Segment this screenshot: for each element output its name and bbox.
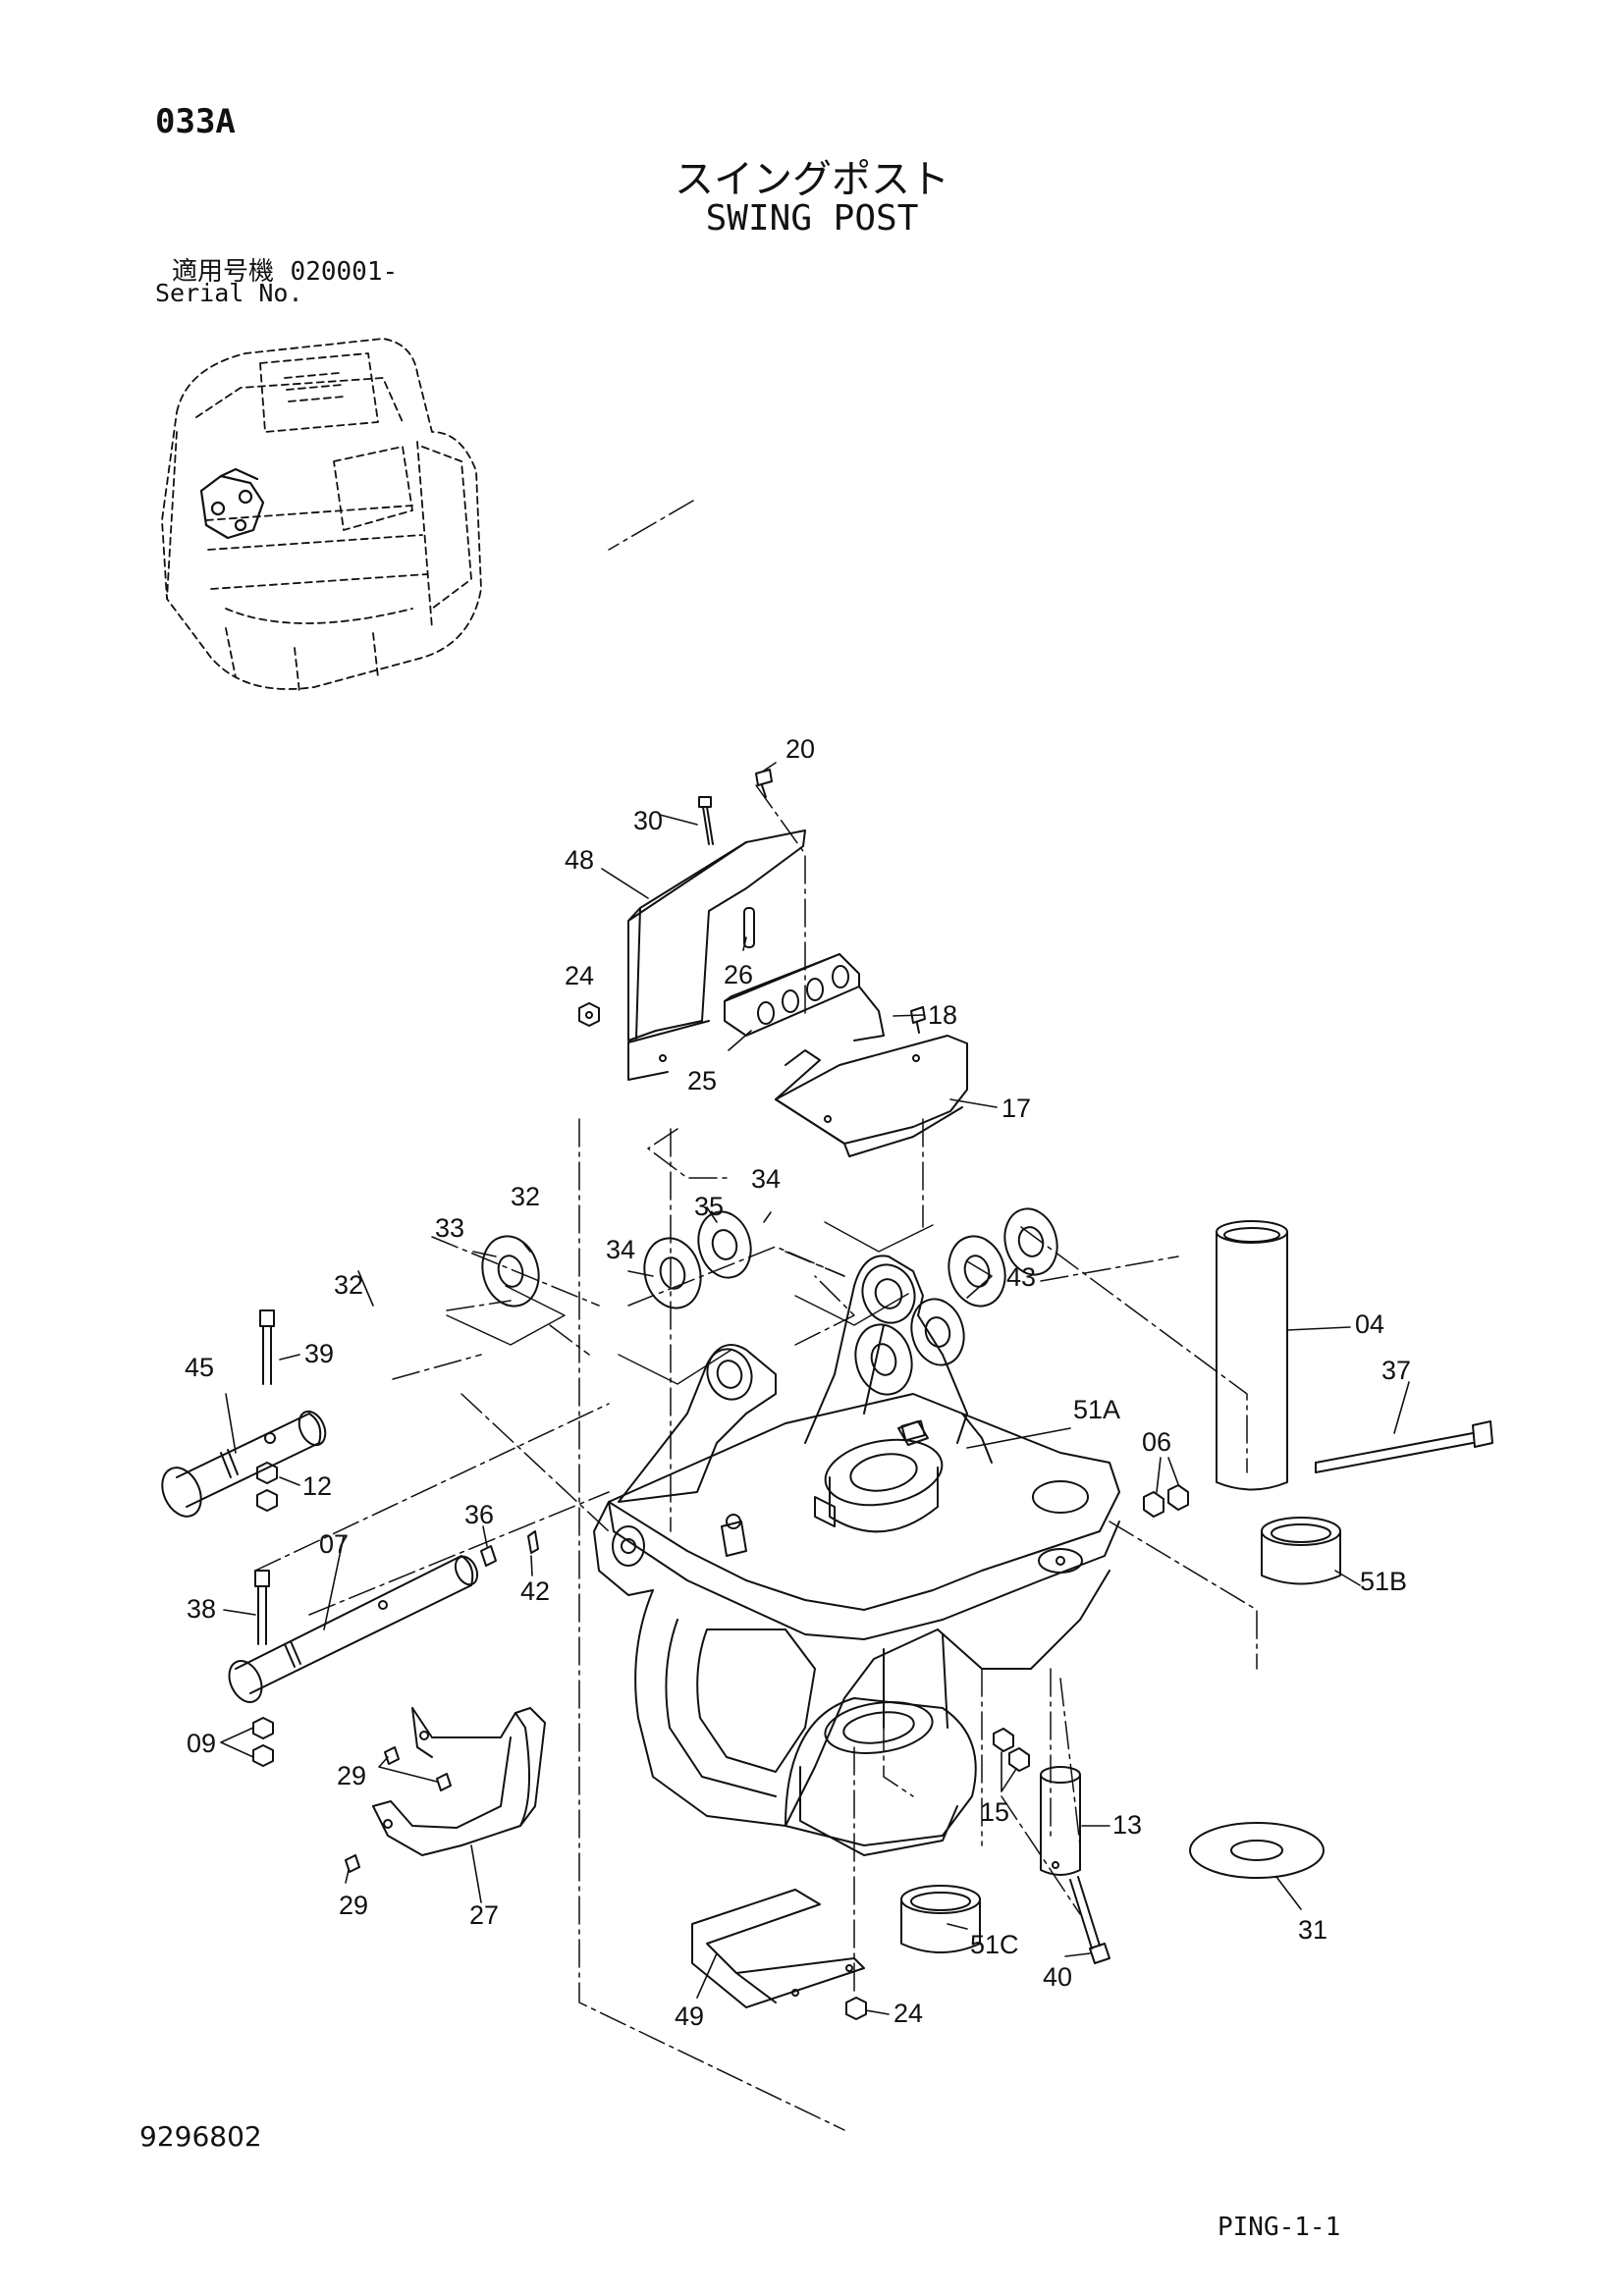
title-english: SWING POST	[705, 198, 919, 239]
callout-24-upper: 24	[565, 961, 594, 990]
callout-30: 30	[633, 806, 663, 835]
part-42-nipple	[527, 1530, 539, 1554]
bolt-20	[755, 769, 773, 798]
callout-31: 31	[1298, 1915, 1327, 1945]
part-26-spacer	[743, 907, 755, 948]
callout-20: 20	[785, 734, 815, 764]
callout-17: 17	[1001, 1094, 1031, 1123]
part-51a-swing-post	[593, 1255, 1120, 1856]
callout-18: 18	[928, 1000, 957, 1030]
assembly-center-lines	[254, 500, 1258, 2131]
part-13-pin	[1040, 1766, 1081, 1876]
callout-29-upper: 29	[337, 1761, 366, 1790]
part-27-guard	[372, 1707, 546, 1856]
callout-37: 37	[1381, 1356, 1411, 1385]
callout-48: 48	[565, 845, 594, 875]
part-40-bolt	[1069, 1876, 1110, 1964]
callout-33: 33	[435, 1213, 464, 1243]
callout-40: 40	[1043, 1962, 1072, 1992]
part-39-bolt	[259, 1309, 275, 1385]
nuts-06	[1143, 1484, 1189, 1518]
part-04-sleeve	[1216, 1220, 1288, 1491]
bolt-18	[910, 1006, 926, 1034]
callout-43: 43	[1006, 1262, 1036, 1292]
nut-24-lower	[845, 1997, 867, 2020]
leader-lines	[220, 762, 1410, 2015]
title-japanese: スイングポスト	[675, 157, 949, 202]
part-48-cover	[627, 829, 806, 1081]
callout-12: 12	[302, 1471, 332, 1501]
callout-07: 07	[319, 1529, 349, 1559]
washer-guide-boxes	[446, 1221, 934, 1385]
callout-42: 42	[520, 1576, 550, 1606]
callout-51c: 51C	[970, 1930, 1019, 1959]
callout-32-top: 32	[511, 1182, 540, 1211]
callout-34-left: 34	[606, 1235, 635, 1264]
serial-label-english: Serial No.	[155, 279, 303, 307]
callout-13: 13	[1112, 1810, 1142, 1840]
serial-label-japanese: 適用号機 020001-	[172, 251, 398, 288]
callout-15: 15	[980, 1797, 1009, 1827]
callout-25: 25	[687, 1066, 717, 1095]
serial-label-jp: 適用号機	[172, 257, 275, 287]
part-17-plate	[775, 1035, 968, 1157]
callout-26: 26	[724, 960, 753, 989]
part-25-bracket	[724, 953, 885, 1041]
washers	[481, 1207, 1058, 1396]
callout-09: 09	[187, 1729, 216, 1758]
callout-24-lower: 24	[893, 1999, 923, 2028]
callout-04: 04	[1355, 1309, 1384, 1339]
part-51b-bushing	[1261, 1517, 1341, 1585]
callout-27: 27	[469, 1900, 499, 1930]
nuts-09	[252, 1717, 274, 1767]
bolt-30	[698, 796, 714, 845]
part-45-pin	[161, 1410, 327, 1518]
callout-51b: 51B	[1360, 1567, 1407, 1596]
nuts-15	[993, 1728, 1030, 1772]
callout-51a: 51A	[1073, 1395, 1120, 1424]
part-31-washer	[1189, 1822, 1325, 1879]
callout-36: 36	[464, 1500, 494, 1529]
callout-38: 38	[187, 1594, 216, 1624]
machine-location-thumbnail	[161, 338, 482, 693]
callout-39: 39	[304, 1339, 334, 1368]
page-code: 033A	[155, 102, 236, 141]
document-number: 9296802	[139, 2120, 262, 2153]
part-36-plug	[480, 1545, 497, 1567]
thumbnail-highlight-swing-post	[199, 467, 265, 540]
callout-34-top: 34	[751, 1164, 781, 1194]
nut-24-upper	[578, 1002, 600, 1027]
callout-35: 35	[694, 1192, 724, 1221]
serial-value: 020001-	[290, 257, 399, 287]
nuts-12	[256, 1462, 278, 1512]
callout-29-lower: 29	[339, 1891, 368, 1920]
bolts-29	[345, 1746, 452, 1873]
page-reference: PING-1-1	[1218, 2213, 1341, 2242]
callout-06: 06	[1142, 1427, 1171, 1457]
callout-32-left: 32	[334, 1270, 363, 1300]
part-51c-bushing	[900, 1885, 981, 1953]
callout-45: 45	[185, 1353, 214, 1382]
part-38-bolt	[254, 1570, 270, 1645]
part-07-pin	[228, 1555, 479, 1703]
callout-49: 49	[675, 2002, 704, 2031]
callout-labels: 20 30 48 24 26 18 25 17 33 32 35 34 34 4…	[185, 734, 1411, 2031]
part-49-cover	[691, 1889, 865, 2008]
part-37-bolt	[1315, 1420, 1493, 1473]
